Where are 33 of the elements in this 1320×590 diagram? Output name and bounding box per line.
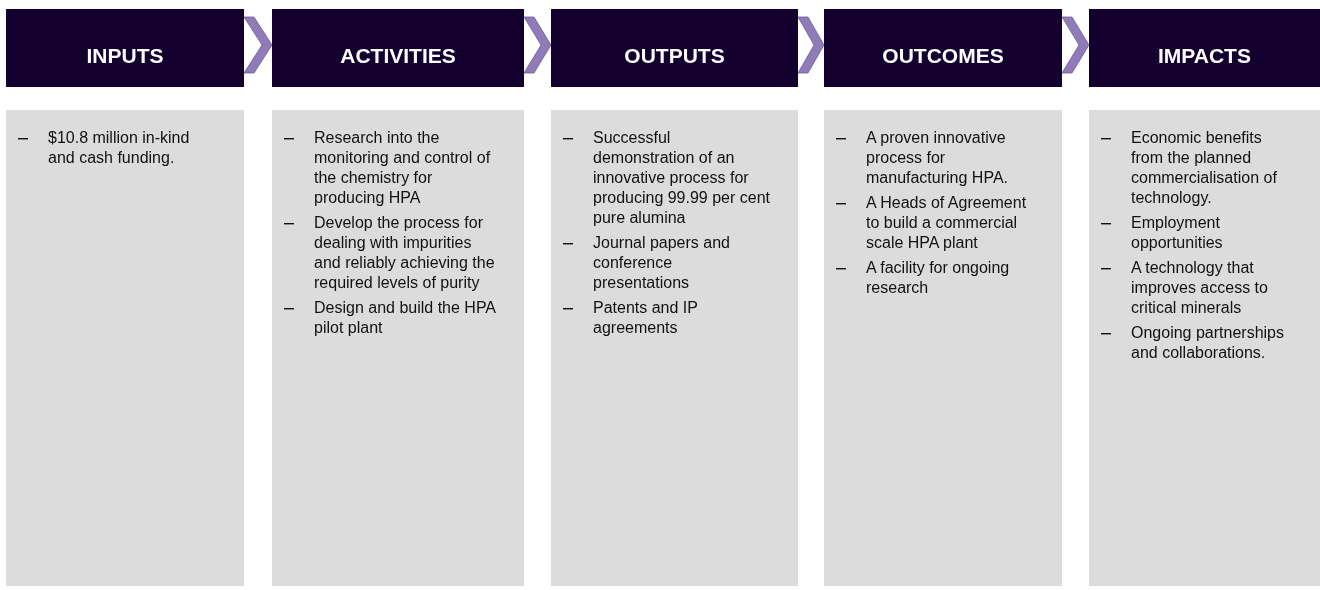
bullet-text: A facility for ongoing research: [866, 258, 1011, 298]
bullet-text: Employment opportunities: [1131, 213, 1224, 253]
bullet-text: $10.8 million in-kind and cash funding.: [48, 128, 191, 168]
bullet-text: Patents and IP agreements: [593, 298, 699, 338]
stage-header: [272, 9, 524, 87]
stage-header: [1089, 9, 1320, 87]
content-panel: [6, 110, 244, 586]
bullet-text: Successful demonstration of an innovative process for producing 99.99 per cent pure alumina: [593, 128, 770, 228]
header-title: OUTPUTS: [624, 44, 725, 68]
bullet-text: A proven innovative process for manufacturing HPA.: [866, 128, 1009, 188]
header-title: IMPACTS: [1158, 44, 1251, 68]
content-panel: [551, 110, 798, 586]
header-title: ACTIVITIES: [340, 44, 456, 68]
content-panel: [1089, 110, 1320, 586]
bullet-text: Economic benefits from the planned commercialisation of technology.: [1131, 128, 1278, 208]
stage-header: [6, 9, 244, 87]
bullet-text: Ongoing partnerships and collaborations.: [1131, 323, 1285, 363]
chevron-arrow: [243, 16, 273, 74]
chevron-arrow: [797, 16, 825, 74]
stage-header: [824, 9, 1062, 87]
bullet-text: Design and build the HPA pilot plant: [314, 298, 496, 338]
bullet-text: Journal papers and conference presentations: [593, 233, 731, 293]
chevron-arrow: [1061, 16, 1090, 74]
chevron-arrow: [523, 16, 552, 74]
bullet-text: Research into the monitoring and control of the chemistry for producing HPA: [314, 128, 492, 208]
header-title: OUTCOMES: [882, 44, 1004, 68]
bullet-text: A Heads of Agreement to build a commercial scale HPA plant: [866, 193, 1028, 253]
content-panel: [272, 110, 524, 586]
bullet-text: A technology that improves access to critical minerals: [1131, 258, 1269, 318]
bullet-text: Develop the process for dealing with impurities and reliably achieving the required levels of purity: [314, 213, 496, 293]
stage-header: [551, 9, 798, 87]
content-panel: [824, 110, 1062, 586]
header-title: INPUTS: [86, 44, 164, 68]
